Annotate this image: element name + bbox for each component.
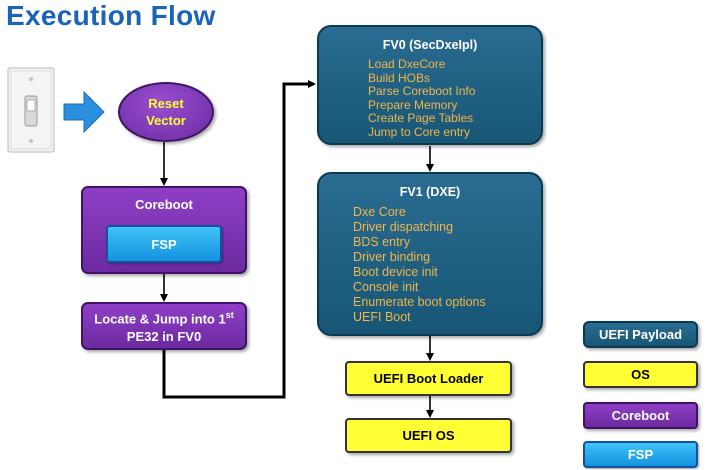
fv1-step: Dxe Core [353, 205, 406, 219]
connector-locate-fv0 [162, 80, 316, 399]
arrow-right-icon [63, 90, 105, 134]
uefi-os-label: UEFI OS [402, 428, 455, 443]
fv0-steps: Load DxeCore Build HOBs Parse Coreboot I… [368, 57, 476, 140]
legend-os: OS [583, 361, 698, 388]
reset-vector-line1: Reset [148, 96, 184, 111]
legend-fsp-label: FSP [627, 447, 654, 462]
fv1-title: FV1 (DXE) [399, 185, 461, 199]
fv1-node: FV1 (DXE) Dxe Core Driver dispatching BD… [317, 172, 543, 336]
legend-fsp: FSP [583, 441, 698, 468]
fv1-step: BDS entry [353, 235, 410, 249]
legend-os-label: OS [631, 367, 650, 382]
legend-uefi-payload-label: UEFI Payload [598, 327, 683, 342]
uefi-os-node: UEFI OS [345, 418, 512, 453]
fv0-step: Load DxeCore [368, 57, 446, 71]
power-switch-icon [7, 67, 55, 153]
fv1-step: Boot device init [353, 265, 438, 279]
fv0-step: Jump to Core entry [368, 124, 471, 139]
fv1-step: UEFI Boot [353, 310, 411, 324]
fv1-step: Driver binding [353, 250, 431, 264]
uefi-boot-loader-node: UEFI Boot Loader [345, 361, 512, 396]
page-title: Execution Flow [6, 0, 216, 31]
locate-line2: PE32 in FV0 [126, 328, 202, 344]
fv1-steps: Dxe Core Driver dispatching BDS entry Dr… [353, 205, 486, 325]
locate-jump-node: Locate & Jump into 1st PE32 in FV0 [81, 302, 247, 350]
reset-vector-node: Reset Vector [118, 82, 214, 142]
coreboot-label: Coreboot [135, 197, 193, 212]
fv0-node: FV0 (SecDxeIpl) Load DxeCore Build HOBs … [317, 25, 543, 145]
fsp-label: FSP [151, 236, 177, 252]
fv0-step: Parse Coreboot Info [368, 84, 476, 99]
fv0-step: Create Page Tables [368, 111, 474, 126]
locate-superscript: st [225, 310, 234, 321]
legend-uefi-payload: UEFI Payload [583, 321, 698, 348]
fv0-step: Build HOBs [368, 70, 431, 85]
legend-coreboot-label: Coreboot [611, 408, 670, 423]
fv0-step: Prepare Memory [368, 97, 458, 112]
fv0-title: FV0 (SecDxeIpl) [382, 38, 478, 52]
fv1-step: Driver dispatching [353, 220, 454, 234]
locate-line1: Locate & Jump into 1 [94, 311, 226, 327]
uefi-boot-loader-label: UEFI Boot Loader [373, 371, 484, 386]
coreboot-node: Coreboot FSP [81, 186, 247, 274]
reset-vector-line2: Vector [146, 113, 186, 128]
fv1-step: Enumerate boot options [353, 295, 486, 309]
legend-coreboot: Coreboot [583, 402, 698, 429]
fsp-node: FSP [106, 225, 222, 263]
fv1-step: Console init [353, 280, 419, 294]
